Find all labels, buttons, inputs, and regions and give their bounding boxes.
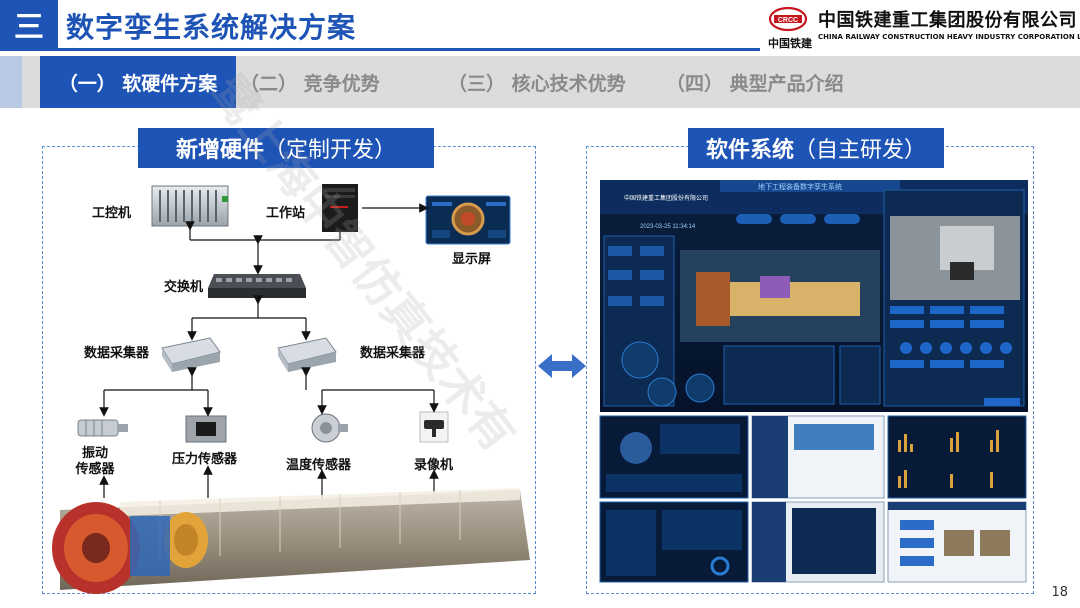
data-collector-right-icon xyxy=(277,337,337,372)
workstation-icon xyxy=(322,184,358,232)
digital-twin-dashboard-image xyxy=(600,180,1028,412)
label-collector-left: 数据采集器 xyxy=(84,346,150,361)
data-collector-left-icon xyxy=(161,337,221,372)
company-name-en: CHINA RAILWAY CONSTRUCTION HEAVY INDUSTR… xyxy=(818,33,1080,41)
pressure-sensor-icon xyxy=(185,415,227,443)
label-collector-right: 数据采集器 xyxy=(360,346,426,361)
industrial-pc-icon xyxy=(151,185,229,227)
label-temperature-sensor: 温度传感器 xyxy=(286,458,352,473)
hardware-title-bold: 新增硬件 xyxy=(175,138,264,163)
label-camera: 录像机 xyxy=(414,458,454,473)
camera-icon xyxy=(419,411,449,443)
temperature-sensor-icon xyxy=(311,413,348,443)
dashboard-thumbnails xyxy=(599,415,1027,583)
dashboard-system-title: 地下工程装备数字孪生系统 xyxy=(758,182,842,191)
dashboard-datetime: 2023-03-25 11:34:14 xyxy=(640,224,696,230)
software-panel-title: 软件系统（自主研发） xyxy=(688,128,944,168)
label-display: 显示屏 xyxy=(452,252,492,267)
label-industrial-pc: 工控机 xyxy=(92,206,132,221)
svg-text:CRCC: CRCC xyxy=(778,17,798,24)
connector-lines xyxy=(99,203,439,508)
tab-bar-accent xyxy=(0,56,22,108)
display-icon xyxy=(425,195,511,245)
bidirectional-arrow-icon xyxy=(538,354,586,378)
section-number: 三 xyxy=(0,0,58,48)
tab-typical-products[interactable]: （四） 典型产品介绍 xyxy=(666,72,844,95)
hardware-panel-title: 新增硬件（定制开发） xyxy=(138,128,434,168)
tab-competitive-advantage[interactable]: （二） 竞争优势 xyxy=(240,72,380,95)
company-logo: CRCC 中国铁建 中国铁建重工集团股份有限公司 CHINA RAILWAY C… xyxy=(764,4,1080,50)
logo-subtitle: 中国铁建 xyxy=(768,37,812,50)
label-vibration-line1: 振动 xyxy=(81,446,108,461)
label-switch: 交换机 xyxy=(164,280,204,295)
header-underline xyxy=(0,48,760,51)
label-pressure-sensor: 压力传感器 xyxy=(172,452,238,467)
dashboard-company: 中国铁建重工集团股份有限公司 xyxy=(624,194,708,202)
company-name-cn: 中国铁建重工集团股份有限公司 xyxy=(818,10,1077,31)
hardware-title-rest: （定制开发） xyxy=(264,138,397,163)
page-number: 18 xyxy=(1051,585,1068,600)
vibration-sensor-icon xyxy=(77,419,128,437)
label-workstation: 工作站 xyxy=(266,206,306,221)
network-switch-icon xyxy=(208,274,306,298)
tab-software-hardware[interactable]: （一） 软硬件方案 xyxy=(40,56,236,108)
software-title-rest: （自主研发） xyxy=(794,138,927,163)
tunnel-boring-machine-image xyxy=(52,488,530,594)
software-title-bold: 软件系统 xyxy=(705,138,794,163)
label-vibration-line2: 传感器 xyxy=(75,462,115,477)
page-title: 数字孪生系统解决方案 xyxy=(66,11,357,44)
tab-core-technology[interactable]: （三） 核心技术优势 xyxy=(448,72,626,95)
crcc-logo-icon: CRCC xyxy=(768,6,808,32)
label-vibration-sensor: 振动 传感器 xyxy=(70,446,120,478)
